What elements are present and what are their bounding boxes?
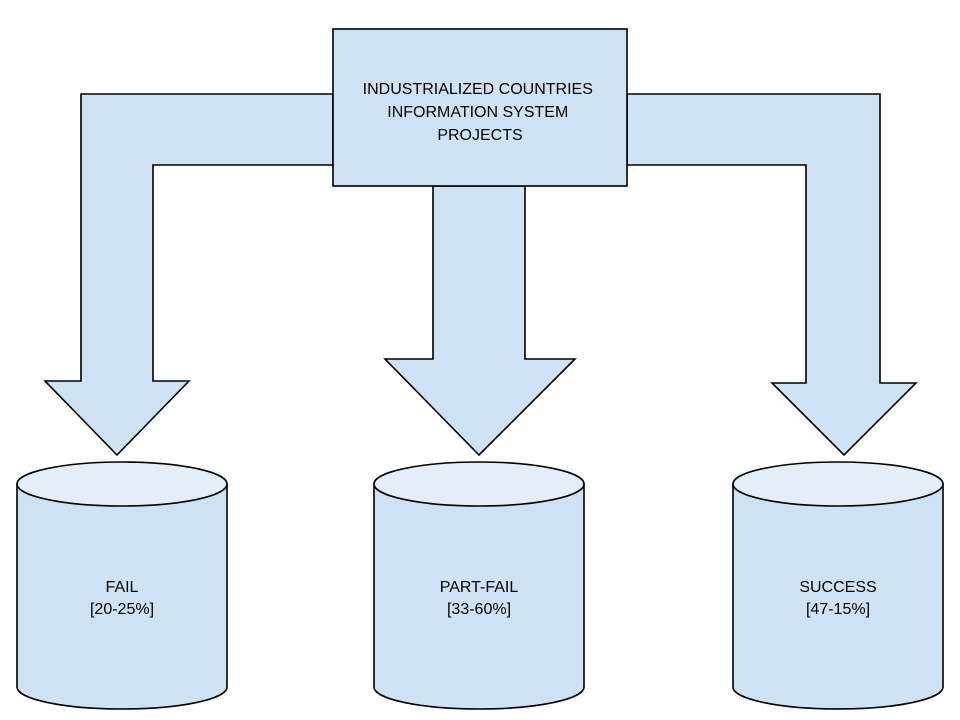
cylinder-success-top — [732, 461, 944, 507]
outcome-success-label: SUCCESS — [799, 579, 876, 596]
cylinder-part-fail: PART-FAIL [33-60%] — [373, 461, 585, 710]
outcome-fail-label: FAIL — [106, 579, 139, 596]
source-title-line-2: INFORMATION SYSTEM — [387, 104, 568, 121]
cylinder-fail-body — [16, 483, 228, 710]
cylinder-success: SUCCESS [47-15%] — [732, 461, 944, 710]
arrow-to-fail — [43, 93, 334, 457]
cylinder-fail: FAIL [20-25%] — [16, 461, 228, 710]
outcome-part-fail-range: [33-60%] — [447, 601, 511, 618]
arrow-to-success — [626, 93, 918, 457]
source-title-line-3: PROJECTS — [437, 127, 522, 144]
arrow-to-part-fail — [383, 185, 577, 457]
cylinder-success-body — [732, 483, 944, 710]
outcome-success-range: [47-15%] — [806, 601, 870, 618]
cylinder-part-fail-body — [373, 483, 585, 710]
source-title-line-1: INDUSTRIALIZED COUNTRIES — [363, 81, 593, 98]
cylinder-fail-top — [16, 461, 228, 507]
cylinder-part-fail-top — [373, 461, 585, 507]
source-title: INDUSTRIALIZED COUNTRIES INFORMATION SYS… — [363, 81, 598, 144]
outcome-part-fail-label: PART-FAIL — [440, 579, 519, 596]
source-box — [332, 28, 628, 187]
outcome-fail-range: [20-25%] — [90, 601, 154, 618]
